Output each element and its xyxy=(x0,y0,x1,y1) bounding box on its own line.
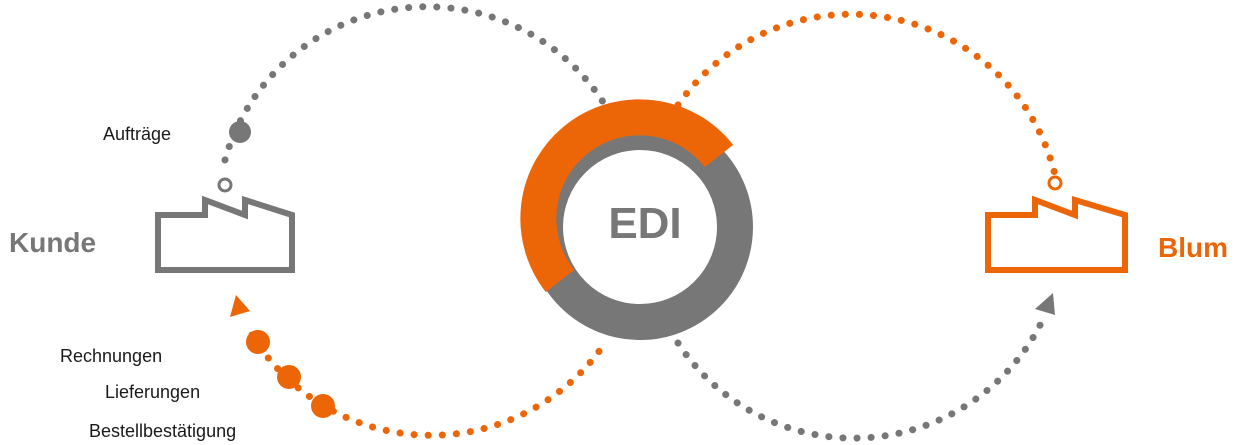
supplier-factory-icon xyxy=(985,195,1128,273)
lieferungen-dot xyxy=(277,365,301,389)
arc-supplier-bottom-gray xyxy=(674,311,1049,442)
edi-hub-label: EDI xyxy=(608,199,682,248)
flow-label-rechnungen: Rechnungen xyxy=(60,346,163,366)
supplier-inbound-arrow xyxy=(1035,293,1055,315)
rechnungen-dot xyxy=(246,330,270,354)
arc-customer-bottom-orange xyxy=(248,331,609,439)
edi-hub-ring xyxy=(520,99,753,340)
bestellbestaetigung-dot xyxy=(311,394,335,418)
edi-ring-orange-segment xyxy=(520,99,734,293)
arc-customer-top-gray xyxy=(221,3,609,164)
customer-inbound-arrow xyxy=(230,295,250,317)
flow-label-auftraege: Aufträge xyxy=(103,124,172,144)
auftraege-dot xyxy=(229,121,251,143)
customer-inbound-ring xyxy=(217,177,233,193)
supplier-inbound-ring xyxy=(1047,175,1063,191)
customer-label: Kunde xyxy=(9,227,97,258)
arc-supplier-top-orange xyxy=(674,10,1059,179)
supplier-label: Blum xyxy=(1158,232,1228,263)
flow-label-bestellbestaetigung: Bestellbestätigung xyxy=(89,421,237,441)
flow-label-lieferungen: Lieferungen xyxy=(105,382,201,402)
customer-factory-icon xyxy=(155,195,295,273)
